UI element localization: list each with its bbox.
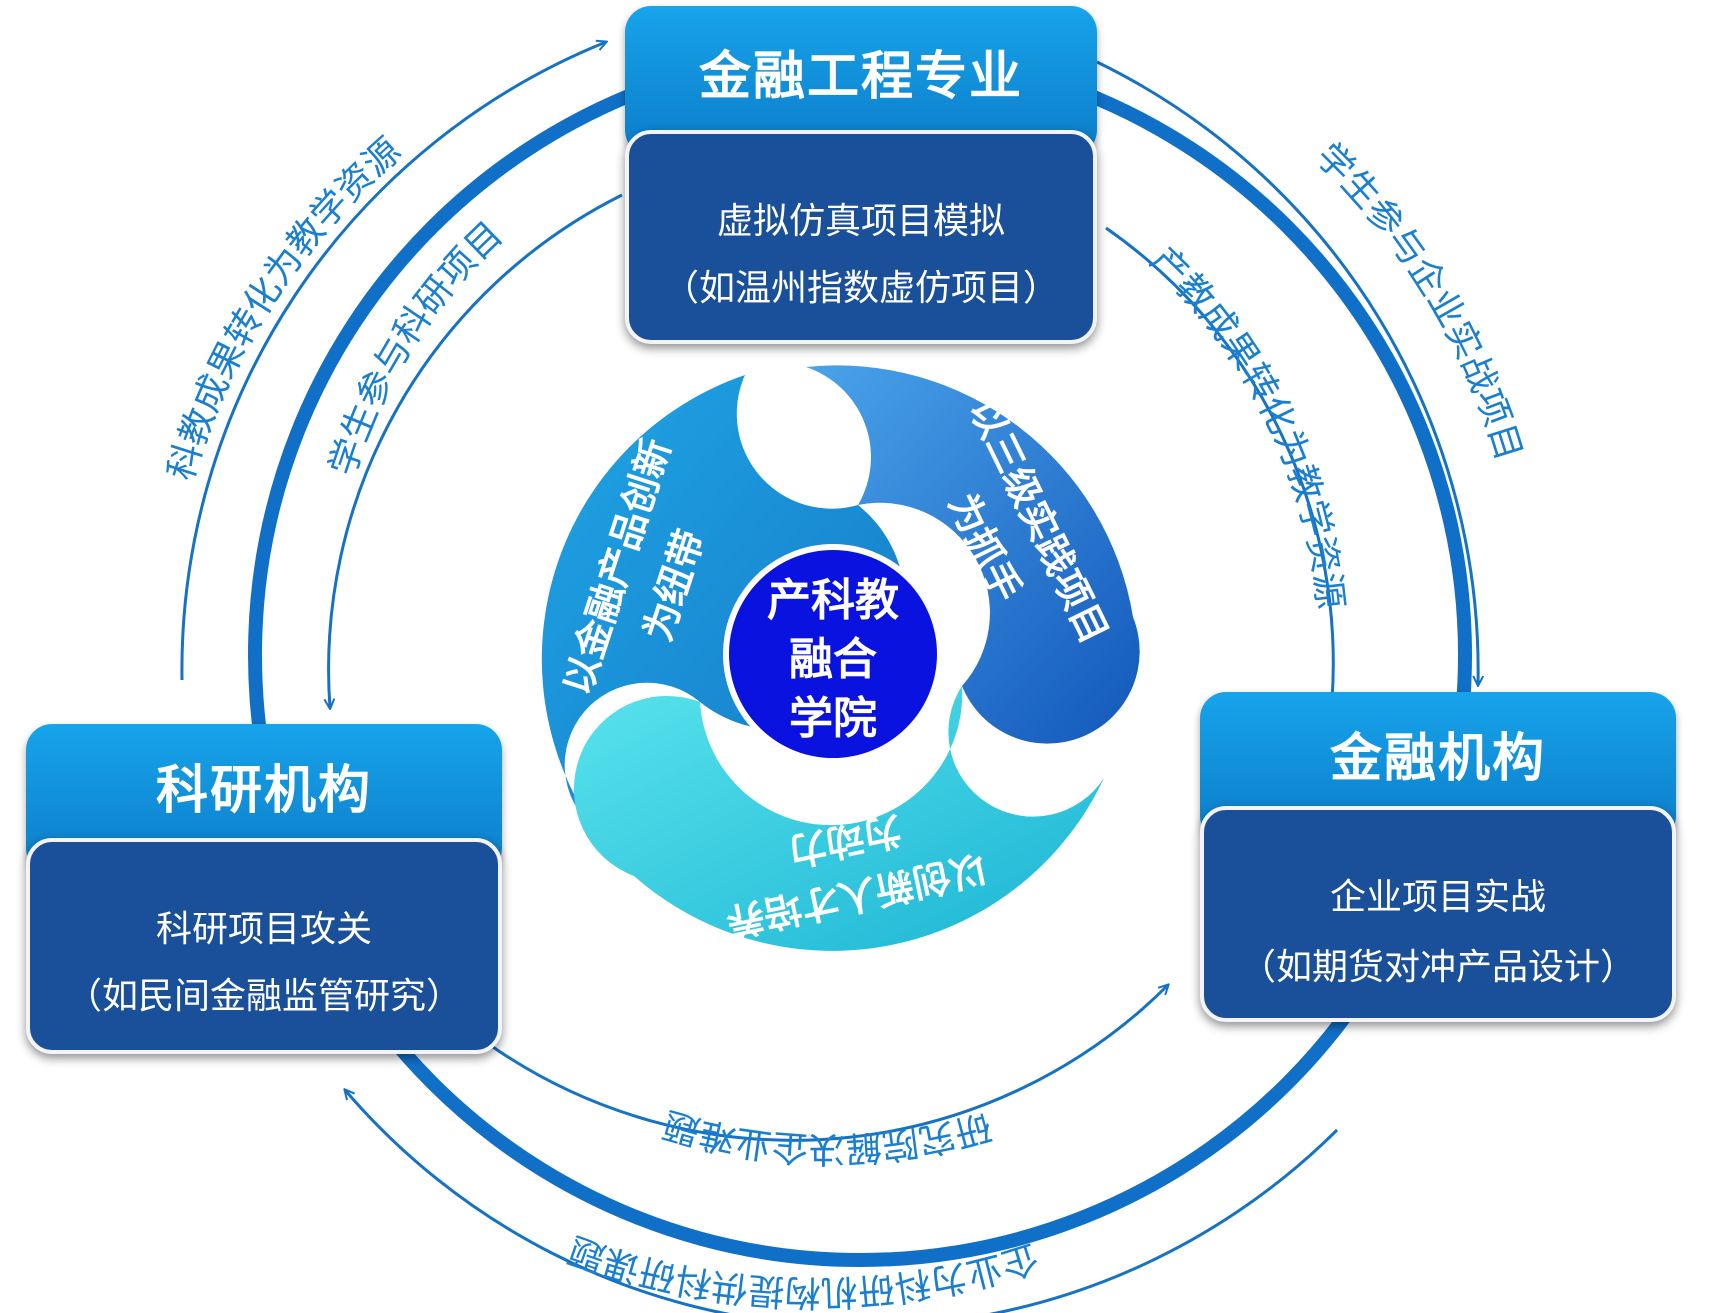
node-line: 虚拟仿真项目模拟: [716, 201, 1005, 242]
node-body: 科研项目攻关 （如民间金融监管研究）: [26, 838, 502, 1054]
node-financial-institution: 金融机构 企业项目实战 （如期货对冲产品设计）: [1200, 692, 1676, 1022]
node-line: （如期货对冲产品设计）: [1239, 947, 1636, 988]
node-line: （如民间金融监管研究）: [65, 976, 462, 1017]
node-title: 科研机构: [155, 761, 372, 821]
arrow-left-inner: [329, 193, 623, 708]
flow-label-left-inner: 学生参与科研项目: [322, 214, 511, 481]
segment-talent-cultivation: [573, 686, 1104, 951]
center-line-3: 学院: [789, 693, 877, 744]
node-body: 企业项目实战 （如期货对冲产品设计）: [1200, 806, 1676, 1022]
segment-practice-projects: [806, 365, 1140, 744]
arrow-bottom-inner: [489, 985, 1168, 1142]
arrow-bottom-outer: [345, 1090, 1339, 1313]
flow-label-bottom-outer: 企业为科研机构提供科研课题: [564, 1228, 1043, 1313]
node-line: 企业项目实战: [1329, 877, 1546, 918]
arrow-right-inner: [1105, 226, 1335, 701]
center-line-2: 融合: [789, 634, 877, 685]
node-line: （如温州指数虚仿项目）: [662, 268, 1059, 309]
center-line-1: 产科教: [767, 575, 899, 626]
node-title: 金融机构: [1329, 729, 1546, 789]
arrow-right-outer: [1096, 60, 1478, 685]
flow-label-bottom-inner: 研究院解决企业难题: [659, 1103, 996, 1169]
node-title: 金融工程专业: [698, 47, 1023, 107]
node-research-institution: 科研机构 科研项目攻关 （如民间金融监管研究）: [26, 724, 502, 1054]
node-body: 虚拟仿真项目模拟 （如温州指数虚仿项目）: [625, 130, 1097, 344]
node-finance-engineering-major: 金融工程专业 虚拟仿真项目模拟 （如温州指数虚仿项目）: [625, 6, 1097, 344]
node-line: 科研项目攻关: [155, 909, 372, 950]
flow-label-right-inner: 产教成果转化为教学资源: [1142, 239, 1350, 611]
arrow-left-outer: [180, 42, 606, 681]
center-hub: [723, 544, 943, 764]
